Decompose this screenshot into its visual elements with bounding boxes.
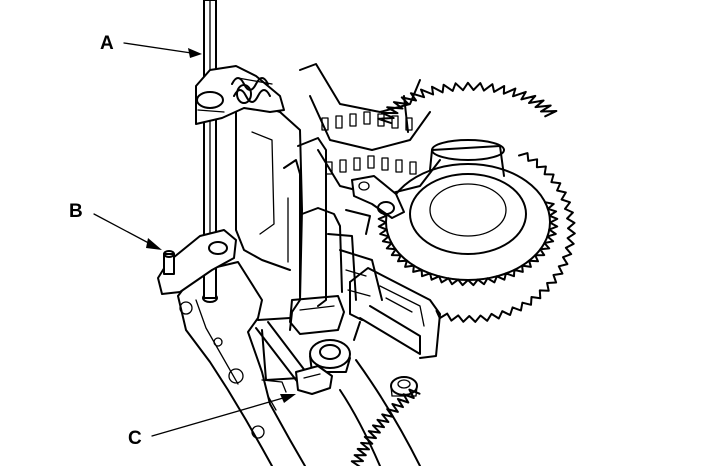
- linkage-arm: [345, 175, 405, 235]
- callout-arrow-b: [93, 213, 162, 250]
- callout-arrow-a: [123, 42, 202, 58]
- outer-gear: [435, 152, 576, 323]
- housing-plate: [177, 261, 306, 466]
- callout-label-b: B: [69, 201, 83, 222]
- detent-bracket: [195, 65, 285, 125]
- central-casting: [235, 101, 383, 381]
- callout-arrow-c: [151, 394, 296, 437]
- slotted-bracket: [349, 267, 441, 359]
- bolt-head: [390, 376, 418, 397]
- callout-label-c: C: [128, 428, 142, 449]
- ring-gear: [339, 359, 421, 466]
- callout-label-a: A: [100, 33, 114, 54]
- main-gear: [377, 139, 559, 287]
- lever-plate: [157, 229, 237, 295]
- round-boss: [309, 339, 351, 373]
- shift-fork: [255, 321, 333, 395]
- upper-gear: [377, 81, 558, 125]
